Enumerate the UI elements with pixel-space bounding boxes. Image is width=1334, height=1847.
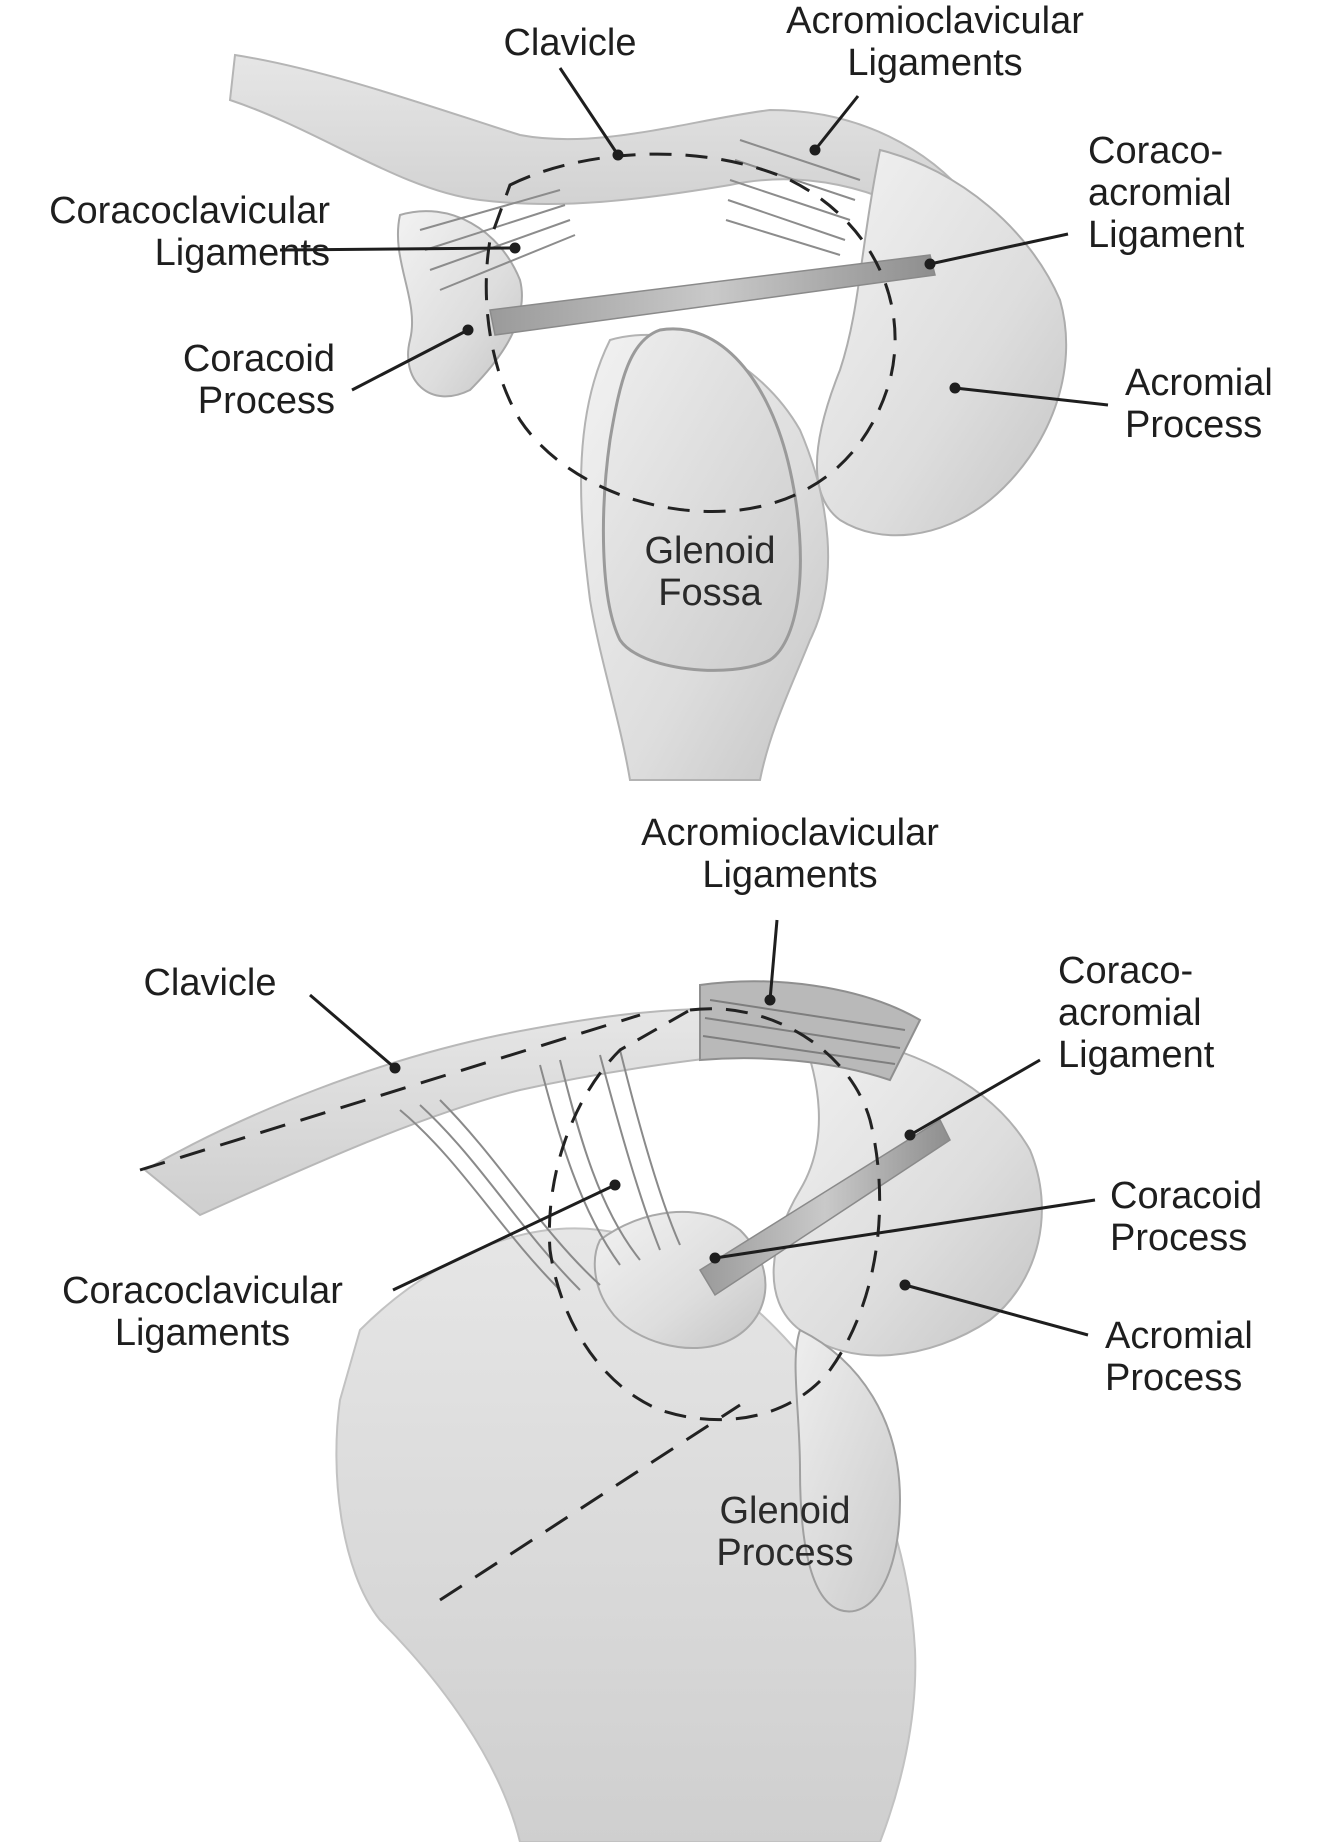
top-ac-ligament-fibers <box>725 139 861 256</box>
bottom-acromion-bone <box>772 1028 1043 1357</box>
bottom-glenoid-process <box>794 1328 902 1613</box>
top-leader-ca <box>929 232 1069 266</box>
top-leader-cc <box>279 246 516 252</box>
top-label-acromioclavicular: Acromioclavicular Ligaments <box>786 0 1084 84</box>
top-leader-lines <box>279 67 1109 407</box>
top-label-clavicle: Clavicle <box>503 22 637 64</box>
bottom-ac-ligament-fibers <box>702 999 906 1065</box>
bottom-coracoid-bone <box>593 1210 767 1349</box>
bottom-leader-clavicle <box>309 993 396 1070</box>
bottom-dashed-ring <box>547 1007 882 1422</box>
bottom-leader-ac <box>768 919 779 1001</box>
top-dashed-ring <box>484 152 897 514</box>
bottom-ac-ligament <box>699 980 922 1082</box>
top-leader-acromial <box>954 386 1109 407</box>
top-leader-clavicle <box>558 67 620 156</box>
bottom-dashed-glenoid-axis <box>439 1403 741 1602</box>
bottom-scapula-body <box>335 1227 917 1843</box>
top-label-coracoclavicular: Coracoclavicular Ligaments <box>49 190 330 274</box>
top-acromion-bone <box>815 148 1068 537</box>
top-label-coracoid: Coracoid Process <box>182 338 335 422</box>
bottom-leader-cc <box>392 1183 616 1292</box>
bottom-shoulder-illustration <box>139 980 1043 1843</box>
top-label-glenoid: Glenoid Fossa <box>644 530 776 614</box>
bottom-label-coracoid: Coracoid Process <box>1110 1175 1263 1259</box>
top-leader-ac <box>813 95 860 151</box>
top-label-acromial: Acromial Process <box>1125 362 1273 446</box>
bottom-label-coracoclavicular: Coracoclavicular Ligaments <box>62 1270 343 1354</box>
bottom-leader-lines <box>309 919 1096 1337</box>
bottom-leader-acromial <box>904 1283 1089 1337</box>
top-leader-coracoid <box>351 328 469 392</box>
top-shoulder-illustration <box>228 53 1068 781</box>
bottom-label-acromioclavicular: Acromioclavicular Ligaments <box>641 812 939 896</box>
bottom-label-glenoid: Glenoid Process <box>716 1490 854 1574</box>
bottom-label-clavicle: Clavicle <box>143 962 277 1004</box>
bottom-clavicle-bone <box>143 1007 782 1217</box>
bottom-leader-ca <box>909 1058 1041 1137</box>
top-label-coracoacromial: Coraco- acromial Ligament <box>1088 130 1245 256</box>
bottom-label-acromial: Acromial Process <box>1105 1315 1253 1399</box>
bottom-dashed-axis <box>139 1013 641 1172</box>
bottom-leader-coracoid <box>714 1198 1096 1260</box>
bottom-label-coracoacromial: Coraco- acromial Ligament <box>1058 950 1215 1076</box>
top-coracoacromial-band <box>489 254 936 336</box>
bottom-cc-ligaments <box>399 1049 681 1291</box>
top-glenoid-fossa <box>601 327 802 672</box>
